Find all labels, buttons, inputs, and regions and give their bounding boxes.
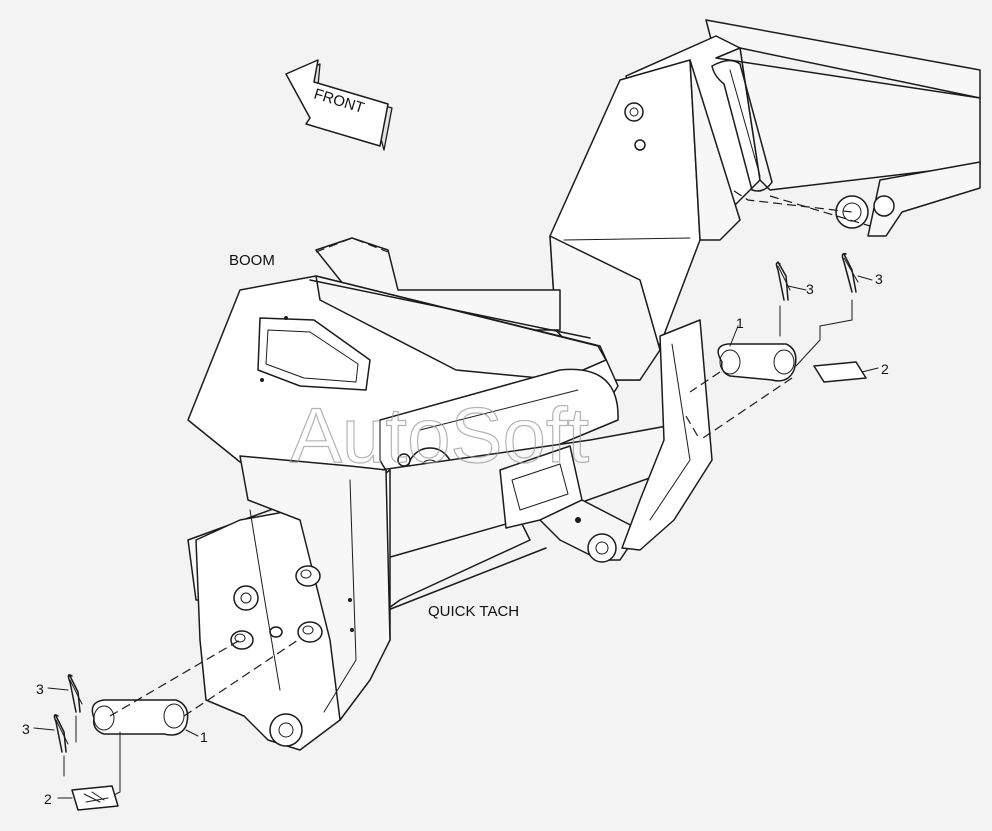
lower-decal bbox=[71, 785, 119, 811]
lower-pin-link-plate bbox=[91, 699, 189, 736]
upper-pin-link-plate bbox=[717, 343, 797, 382]
left-mount-bracket bbox=[195, 455, 391, 751]
callout-1-upper: 1 bbox=[736, 315, 744, 331]
upper-hair-pin-clip-left bbox=[775, 261, 791, 301]
callout-2-lower: 2 bbox=[44, 791, 52, 807]
upper-decal bbox=[813, 361, 867, 383]
callout-3-lower-top: 3 bbox=[36, 681, 44, 697]
callout-1-lower: 1 bbox=[200, 729, 208, 745]
right-mount-bracket bbox=[621, 319, 713, 551]
quick-tach-label: QUICK TACH bbox=[428, 603, 519, 620]
front-arrow-icon bbox=[285, 59, 393, 151]
lower-hair-pin-clip-bottom bbox=[53, 714, 69, 753]
callout-3-upper-left: 3 bbox=[806, 281, 814, 297]
callout-3-upper-right: 3 bbox=[875, 271, 883, 287]
mounting-studs bbox=[230, 565, 323, 650]
callout-3-lower-bottom: 3 bbox=[22, 721, 30, 737]
watermark: AutoSoft bbox=[290, 391, 590, 479]
lower-hair-pin-clip-top bbox=[67, 674, 83, 713]
upper-hair-pin-clip-right bbox=[841, 252, 859, 293]
boom-label: BOOM bbox=[229, 252, 275, 269]
callout-2-upper: 2 bbox=[881, 361, 889, 377]
